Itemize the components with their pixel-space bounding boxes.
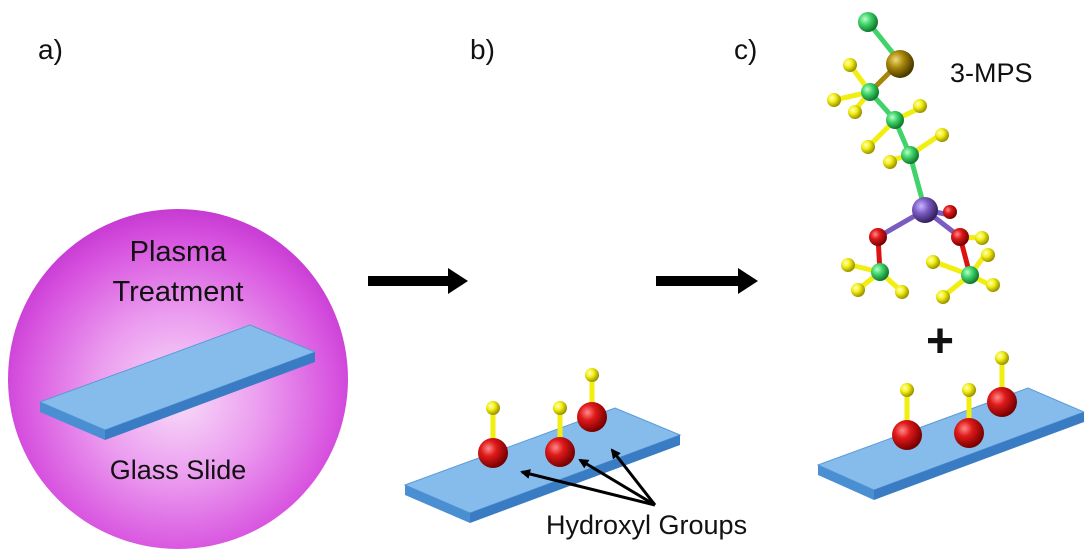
right-arrow-icon <box>656 268 758 294</box>
plus-icon: + <box>926 315 955 368</box>
right-arrow-icon <box>368 268 468 294</box>
hydroxyl-group-icon <box>954 383 984 448</box>
hydroxyl-group-icon <box>478 401 508 468</box>
plasma-label-line2: Treatment <box>112 276 244 308</box>
hydroxyl-group-icon <box>987 351 1017 417</box>
hydroxyl-pointer-arrows <box>520 448 657 507</box>
hydroxyl-group-icon <box>892 383 922 450</box>
molecule-label: 3-MPS <box>950 58 1033 88</box>
plasma-label-line1: Plasma <box>129 236 227 268</box>
hydroxyl-groups-label: Hydroxyl Groups <box>546 510 748 540</box>
glass-slide-label: Glass Slide <box>109 455 247 485</box>
hydroxyl-group-icon <box>577 368 607 432</box>
panel-label-a: a) <box>38 34 63 65</box>
panel-label-c: c) <box>734 34 758 65</box>
hydroxyl-group-icon <box>545 401 575 467</box>
glass-slide-icon <box>816 387 1084 500</box>
mps-molecule-icon <box>827 12 1000 304</box>
glass-slide-icon <box>403 407 682 523</box>
panel-label-b: b) <box>470 34 495 65</box>
glass-slide-icon <box>38 324 317 440</box>
